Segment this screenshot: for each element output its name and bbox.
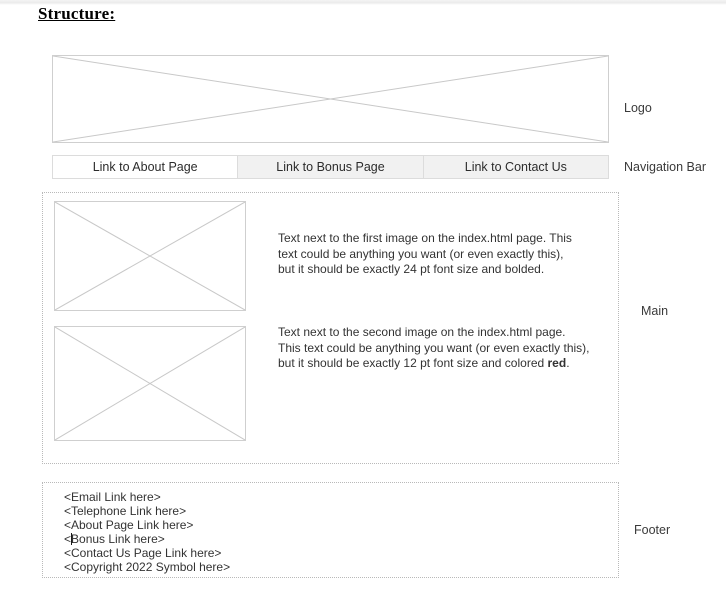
document-top-edge <box>0 0 726 5</box>
navigation-bar: Link to About Page Link to Bonus Page Li… <box>52 155 609 179</box>
footer-link-list: <Email Link here> <Telephone Link here> … <box>64 490 230 574</box>
nav-item-about-label: Link to About Page <box>92 160 198 174</box>
main-text-line: Text next to the second image on the ind… <box>278 325 566 339</box>
nav-item-bonus[interactable]: Link to Bonus Page <box>238 155 424 179</box>
image-placeholder-cross-icon <box>53 56 608 142</box>
footer-list-item[interactable]: <Email Link here> <box>64 490 161 504</box>
footer-list-item-label: Bonus Link here> <box>71 532 165 546</box>
main-text-block-1: Text next to the first image on the inde… <box>278 231 613 278</box>
main-text-block-2: Text next to the second image on the ind… <box>278 325 613 372</box>
main-text-line: Text next to the first image on the inde… <box>278 231 572 245</box>
footer-list-item[interactable]: <About Page Link here> <box>64 518 194 532</box>
main-text-line-with-emphasis: but it should be exactly 12 pt font size… <box>278 356 613 372</box>
footer-list-item-bracket: < <box>64 532 72 546</box>
nav-item-contact-label: Link to Contact Us <box>464 160 567 174</box>
footer-list-item[interactable]: <Copyright 2022 Symbol here> <box>64 560 231 574</box>
nav-item-contact[interactable]: Link to Contact Us <box>423 155 609 179</box>
main-image-placeholder-1[interactable] <box>54 201 246 311</box>
main-text-line: This text could be anything you want (or… <box>278 340 590 355</box>
main-text-line: but it should be exactly 24 pt font size… <box>278 262 545 276</box>
footer-section: <Email Link here> <Telephone Link here> … <box>42 482 619 578</box>
main-image-placeholder-2[interactable] <box>54 326 246 441</box>
main-section: Text next to the first image on the inde… <box>42 192 619 464</box>
annotation-label-navigation: Navigation Bar <box>624 160 706 174</box>
footer-list-item-bonus[interactable]: <Bonus Link here> <box>64 532 230 546</box>
annotation-label-main: Main <box>641 304 669 318</box>
footer-list-item[interactable]: <Contact Us Page Link here> <box>64 546 222 560</box>
page-title: Structure: <box>38 4 116 23</box>
main-text-line-suffix: . <box>566 356 570 370</box>
annotation-label-logo: Logo <box>624 101 652 115</box>
nav-item-about[interactable]: Link to About Page <box>52 155 239 179</box>
image-placeholder-cross-icon <box>55 202 245 310</box>
footer-list-item[interactable]: <Telephone Link here> <box>64 504 187 518</box>
logo-placeholder-box[interactable] <box>52 55 609 143</box>
annotation-label-footer: Footer <box>634 523 671 537</box>
text-caret <box>71 533 73 545</box>
main-text-line: text could be anything you want (or even… <box>278 246 564 261</box>
nav-item-bonus-label: Link to Bonus Page <box>276 160 385 174</box>
image-placeholder-cross-icon <box>55 327 245 440</box>
main-text-emphasis-red: red <box>547 356 567 370</box>
main-text-line-prefix: but it should be exactly 12 pt font size… <box>278 356 548 370</box>
